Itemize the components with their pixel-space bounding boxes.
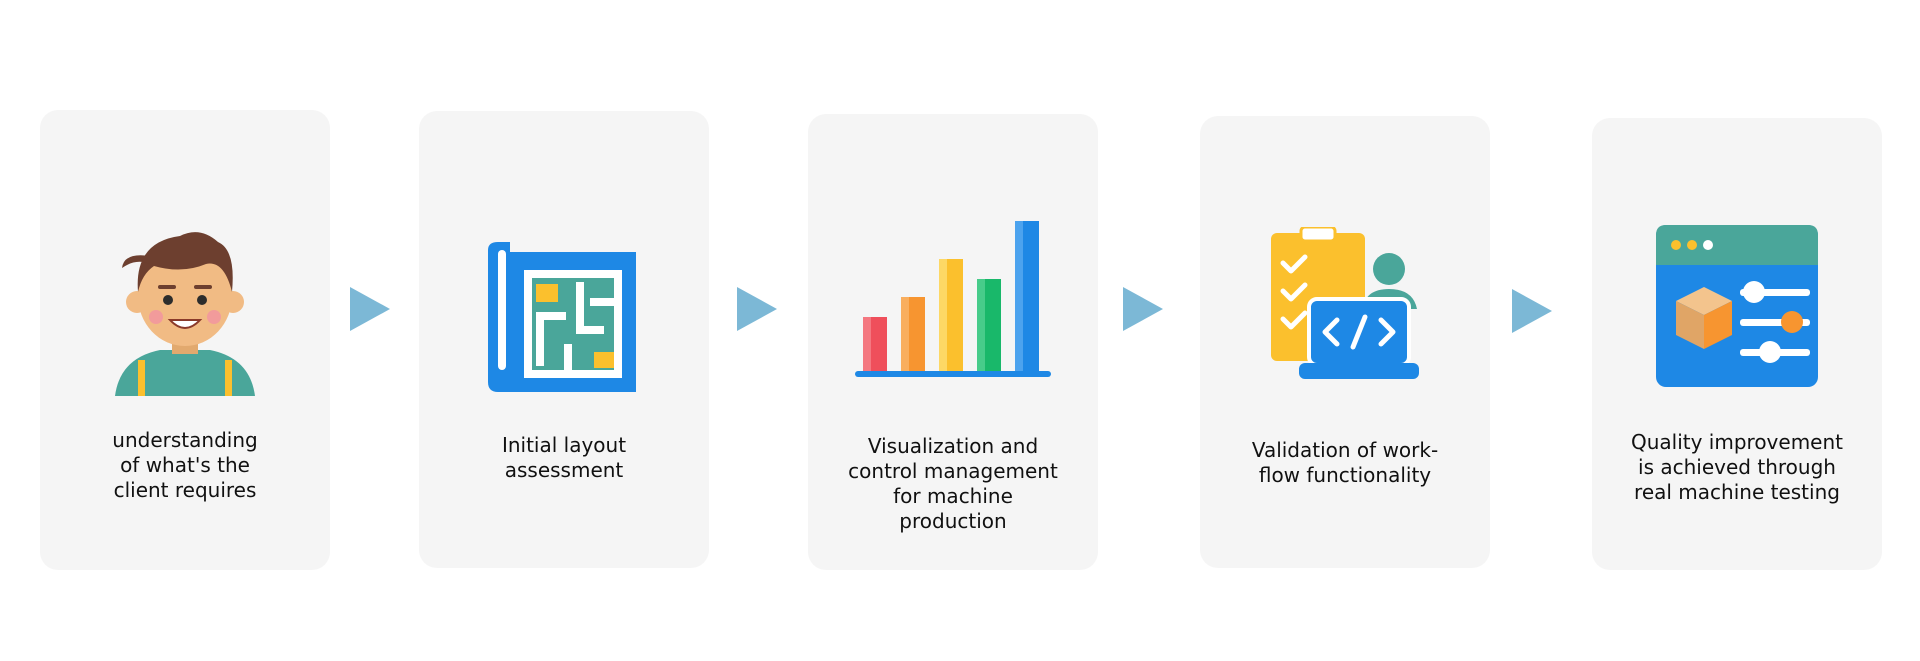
layout-blueprint-icon bbox=[419, 240, 709, 396]
bar-chart-icon bbox=[808, 217, 1098, 383]
step-label-2: Initial layout assessment bbox=[501, 433, 627, 482]
box-settings-icon bbox=[1592, 223, 1882, 389]
flow-arrow-3 bbox=[1123, 287, 1163, 331]
step-label-3: Visualization and control management for… bbox=[848, 434, 1058, 533]
step-card-1: understanding of what's the client requi… bbox=[40, 110, 330, 570]
client-boy-icon bbox=[40, 220, 330, 400]
step-card-2: Initial layout assessment bbox=[419, 111, 709, 568]
code-checklist-icon bbox=[1200, 227, 1490, 387]
flow-arrow-1 bbox=[350, 287, 390, 331]
step-card-4: Validation of work- flow functionality bbox=[1200, 116, 1490, 568]
step-label-1: understanding of what's the client requi… bbox=[112, 428, 258, 502]
step-card-5: Quality improvement is achieved through … bbox=[1592, 118, 1882, 570]
step-label-4: Validation of work- flow functionality bbox=[1251, 438, 1439, 487]
step-card-3: Visualization and control management for… bbox=[808, 114, 1098, 570]
step-label-5: Quality improvement is achieved through … bbox=[1630, 430, 1844, 504]
flow-arrow-4 bbox=[1512, 289, 1552, 333]
flow-arrow-2 bbox=[737, 287, 777, 331]
